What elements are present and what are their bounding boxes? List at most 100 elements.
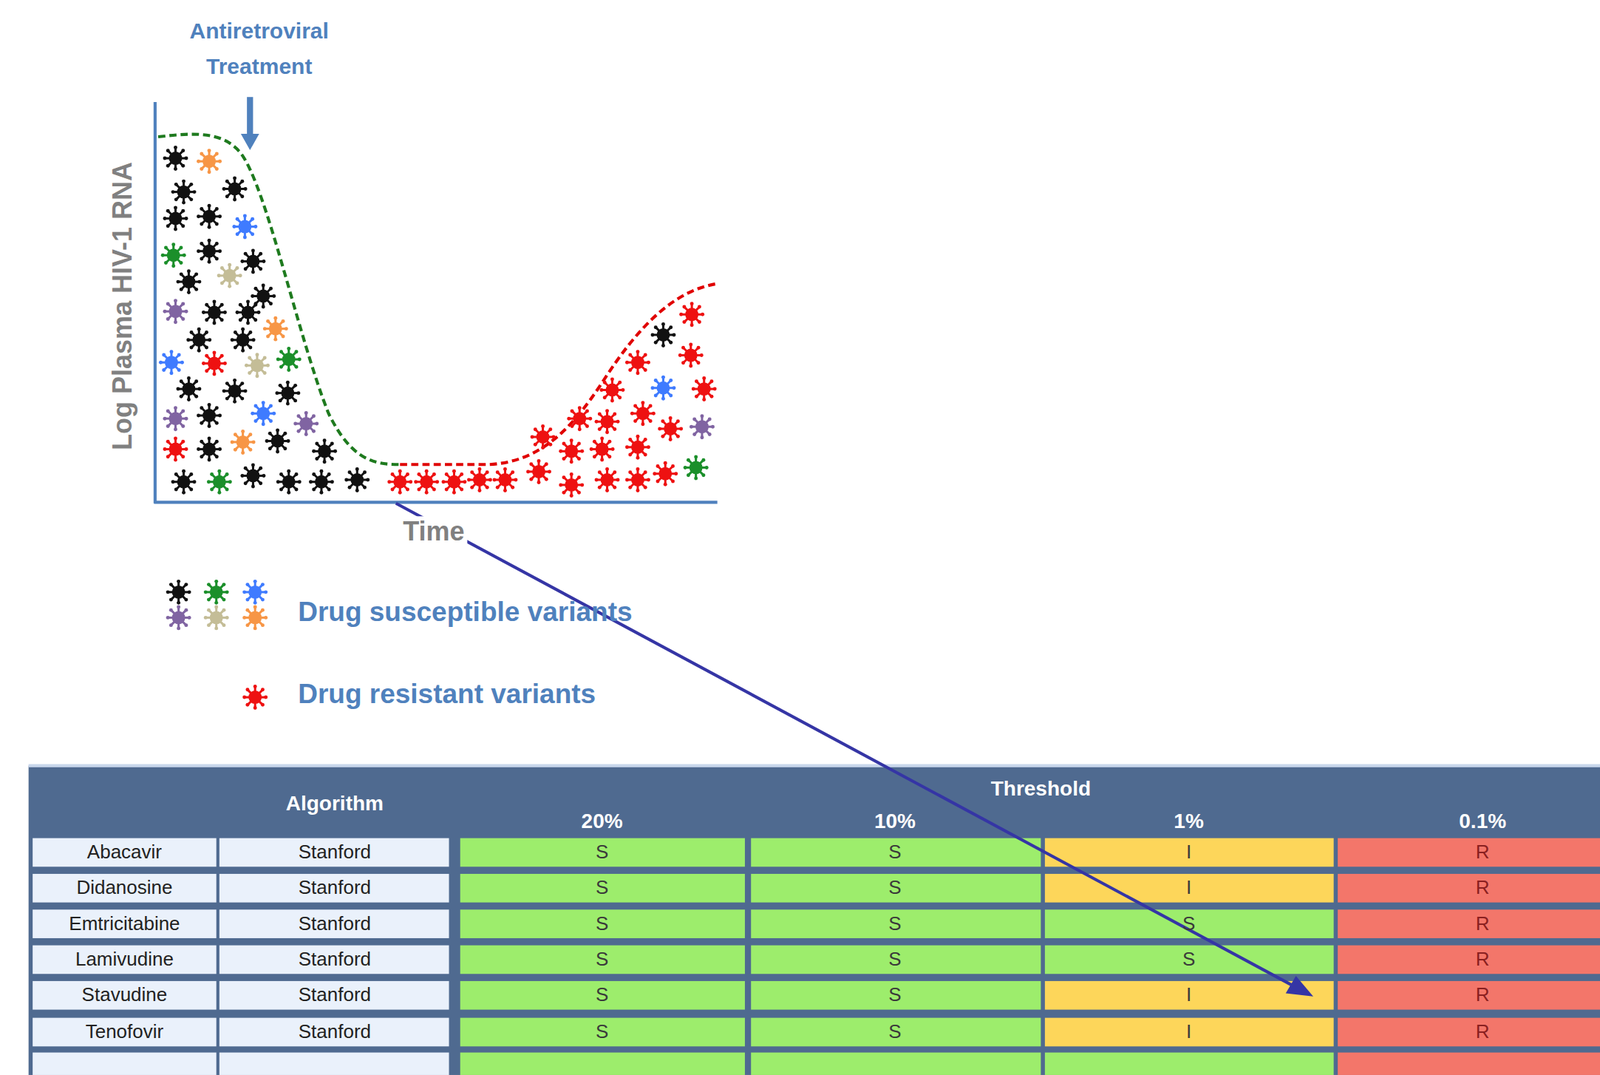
virus-body <box>172 585 186 599</box>
virus-knob <box>441 479 445 484</box>
virus-knob <box>651 411 656 416</box>
virus-knob <box>251 249 255 253</box>
virus-knob <box>308 479 313 484</box>
virus-knob <box>488 478 493 482</box>
virus-knob <box>390 487 395 492</box>
virus-knob <box>709 394 714 399</box>
table-cell-text: I <box>1186 876 1192 899</box>
virus-knob <box>189 197 193 202</box>
virus-knob <box>212 300 216 304</box>
virus-body <box>600 472 615 487</box>
virus-knob <box>173 206 178 210</box>
treatment-arrow-shaft <box>246 96 253 136</box>
virus-knob <box>184 447 188 451</box>
virus-knob <box>217 469 221 473</box>
table-header: 0.1% <box>1458 809 1507 833</box>
virus-icon <box>163 298 189 324</box>
virus-knob <box>243 235 247 240</box>
virus-knob <box>696 360 701 365</box>
virus-icon <box>311 438 337 464</box>
virus-knob <box>260 623 265 627</box>
virus-knob <box>221 582 226 587</box>
virus-knob <box>242 695 247 700</box>
table-top-border <box>28 764 1600 768</box>
table-cell-text: S <box>595 1020 609 1043</box>
virus-knob <box>589 447 594 451</box>
virus-knob <box>552 435 556 439</box>
virus-knob <box>688 364 693 369</box>
virus-knob <box>603 380 607 385</box>
virus-knob <box>207 424 212 428</box>
virus-knob <box>215 206 219 211</box>
virus-body <box>250 358 264 372</box>
virus-knob <box>181 223 185 228</box>
virus-knob <box>258 481 263 485</box>
virus-knob <box>558 482 563 487</box>
virus-knob <box>569 438 574 442</box>
virus-icons <box>158 145 717 710</box>
table-cell <box>219 873 450 903</box>
virus-knob <box>435 479 439 484</box>
virus-knob <box>654 340 658 345</box>
virus-knob <box>577 456 581 461</box>
virus-knob <box>178 260 183 265</box>
virus-knob <box>513 478 518 482</box>
virus-knob <box>278 398 283 403</box>
virus-knob <box>477 488 482 493</box>
virus-body <box>256 288 270 303</box>
virus-knob <box>196 249 201 253</box>
virus-knob <box>485 485 490 490</box>
virus-knob <box>630 411 635 416</box>
table-cell-text: S <box>888 983 901 1006</box>
virus-knob <box>577 405 582 410</box>
virus-knob <box>251 270 255 275</box>
virus-body <box>314 475 329 489</box>
virus-knob <box>204 368 209 373</box>
virus-knob <box>174 182 179 187</box>
virus-knob <box>612 485 617 490</box>
virus-icon <box>250 283 276 309</box>
table-cell-text: Stanford <box>298 948 371 971</box>
virus-knob <box>225 589 230 594</box>
virus-knob <box>661 396 666 401</box>
virus-body <box>169 151 183 165</box>
virus-body <box>241 305 255 320</box>
virus-body <box>228 182 242 196</box>
virus-knob <box>561 456 566 461</box>
table-cell <box>460 838 745 867</box>
virus-icon <box>589 436 615 462</box>
virus-icon <box>691 376 717 402</box>
virus-icon <box>566 405 592 431</box>
virus-knob <box>577 490 581 495</box>
virus-knob <box>561 490 566 495</box>
virus-knob <box>661 343 666 348</box>
virus-knob <box>656 464 660 468</box>
virus-icon <box>175 269 202 295</box>
virus-knob <box>233 330 238 335</box>
table-ground <box>28 765 1600 1075</box>
virus-icon <box>558 472 584 498</box>
virus-knob <box>240 396 244 401</box>
virus-knob <box>174 197 179 202</box>
virus-knob <box>192 189 197 194</box>
virus-knob <box>194 394 199 399</box>
table-cell <box>460 909 745 938</box>
virus-knob <box>176 625 181 630</box>
virus-knob <box>215 241 219 246</box>
virus-knob <box>640 400 645 405</box>
virus-icon <box>161 242 187 268</box>
virus-knob <box>628 437 632 442</box>
virus-knob <box>196 214 201 219</box>
virus-knob <box>612 412 617 417</box>
virus-knob <box>245 702 250 707</box>
virus-knob <box>230 337 235 342</box>
virus-body <box>697 382 711 396</box>
virus-knob <box>678 353 683 357</box>
table-cell-text: R <box>1475 1020 1490 1043</box>
virus-body <box>202 442 216 456</box>
virus-knob <box>197 348 202 353</box>
virus-knob <box>268 431 272 436</box>
virus-knob <box>166 148 170 153</box>
virus-knob <box>625 478 629 482</box>
virus-knob <box>661 375 666 380</box>
